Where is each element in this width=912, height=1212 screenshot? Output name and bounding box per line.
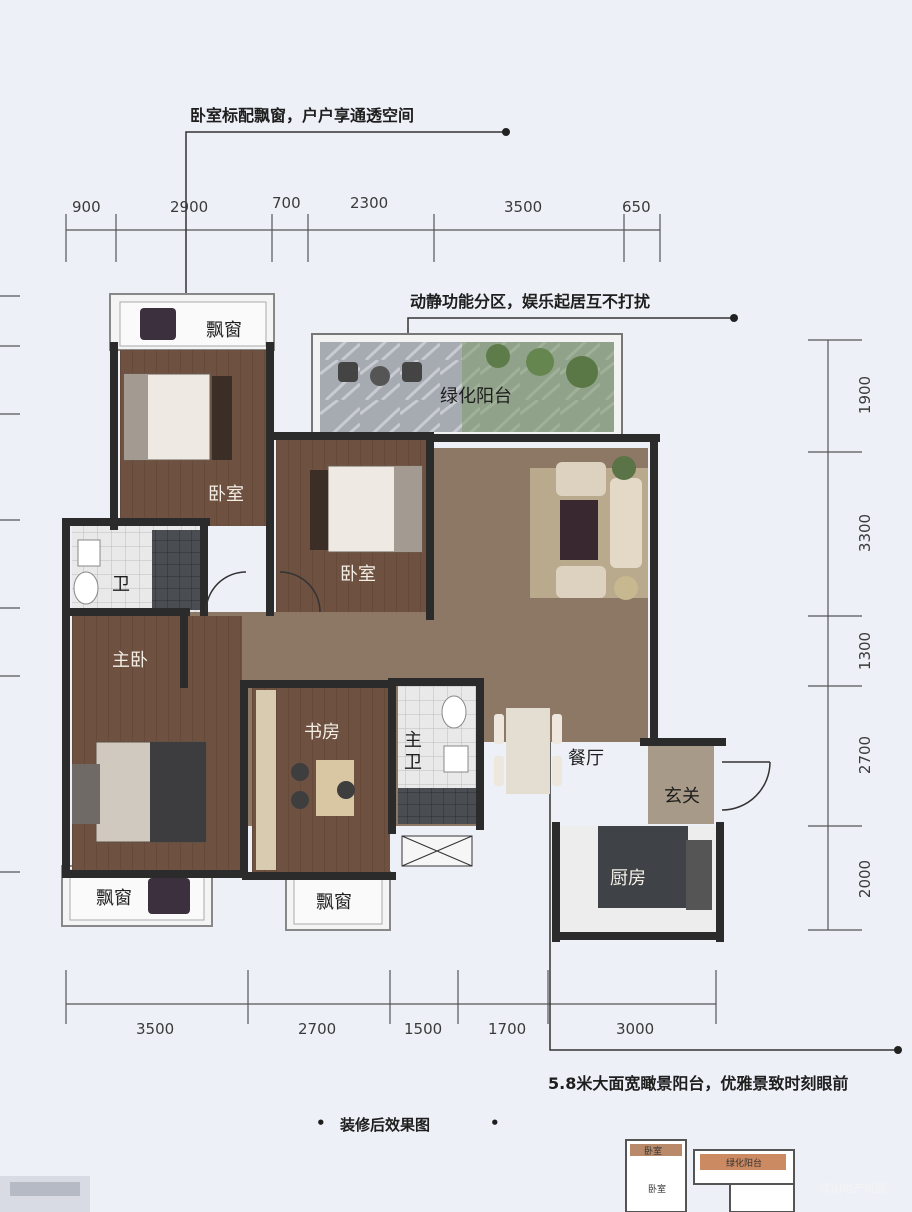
dim-top-3: 700 [272, 194, 301, 212]
dim-right-5: 2000 [856, 859, 875, 899]
dim-right-1: 1900 [856, 375, 875, 415]
dim-top-2: 2900 [170, 198, 209, 216]
dim-bottom-2: 2700 [298, 1020, 337, 1038]
thumb-label-b: 卧室 [648, 1185, 667, 1195]
annotation-balcony-feature: 5.8米大面宽瞰景阳台，优雅景致时刻眼前 [548, 1074, 849, 1093]
room-bay-window-bottom-mid: 飘窗 [316, 892, 352, 913]
annotation-bedroom-feature: 卧室标配飘窗，户户享通透空间 [190, 106, 415, 125]
dim-top-6: 650 [622, 198, 651, 216]
credit-text: 江山地产供图 [820, 1182, 886, 1195]
annotation-zoning-feature: 动静功能分区，娱乐起居互不打扰 [410, 292, 651, 311]
key-plan-thumbnail [0, 1139, 795, 1212]
dim-bottom-4: 1700 [488, 1020, 527, 1038]
furniture [72, 308, 648, 914]
room-bay-window-top: 飘窗 [206, 320, 242, 341]
dim-right-3: 1300 [856, 631, 875, 671]
room-bathroom: 卫 [112, 574, 130, 595]
room-green-balcony: 绿化阳台 [440, 386, 512, 407]
thumb-label-a: 卧室 [644, 1147, 663, 1157]
dim-top-4: 2300 [350, 194, 389, 212]
dim-right-4: 2700 [856, 735, 875, 775]
caption-bullet-right: • [490, 1114, 500, 1132]
room-bay-window-bottom-left: 飘窗 [96, 888, 132, 909]
walls [62, 342, 726, 942]
room-study: 书房 [304, 722, 340, 743]
thumb-label-c: 绿化阳台 [726, 1159, 763, 1169]
caption: 装修后效果图 [340, 1116, 431, 1134]
caption-bullet-left: • [316, 1114, 326, 1132]
room-dining: 餐厅 [568, 748, 604, 769]
dim-bottom-3: 1500 [404, 1020, 443, 1038]
room-bedroom-left: 卧室 [208, 484, 244, 505]
dim-bottom-5: 3000 [616, 1020, 655, 1038]
dim-top-1: 900 [72, 198, 101, 216]
dim-right-2: 3300 [856, 513, 875, 553]
room-master-bathroom: 主卫 [404, 730, 422, 773]
dimension-lines [0, 214, 862, 1024]
entrance-door [205, 571, 771, 811]
dim-top-5: 3500 [504, 198, 543, 216]
room-entrance: 玄关 [664, 786, 700, 807]
room-kitchen: 厨房 [610, 868, 646, 889]
room-master-bedroom: 主卧 [112, 650, 148, 671]
dim-bottom-1: 3500 [136, 1020, 175, 1038]
green-balcony [311, 333, 623, 439]
room-bedroom-middle: 卧室 [340, 564, 376, 585]
